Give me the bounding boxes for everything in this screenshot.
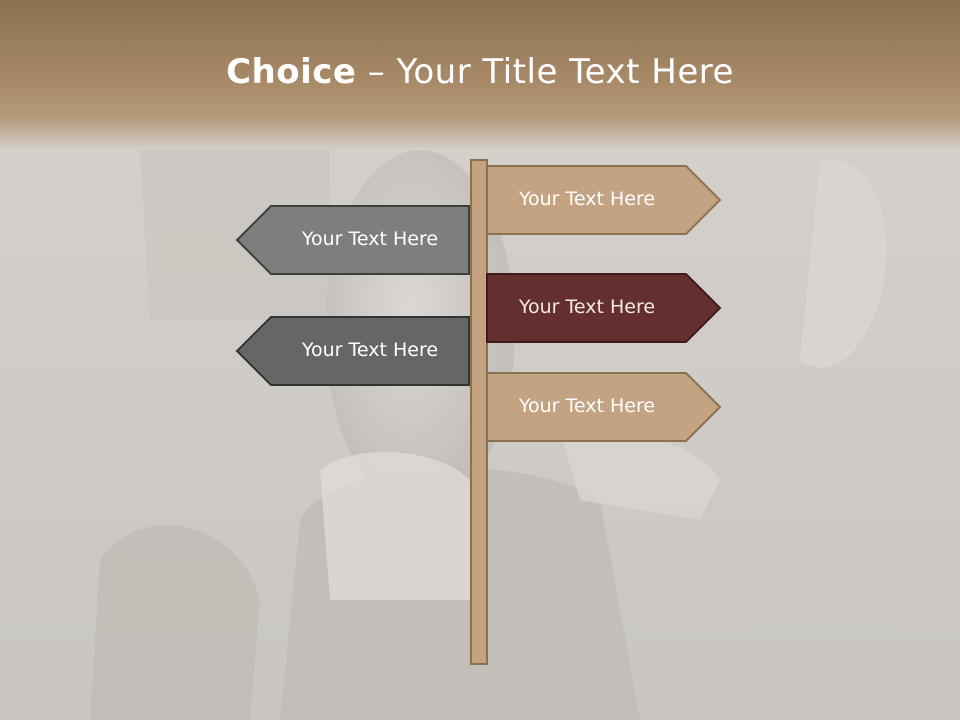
title-rest: – Your Title Text Here <box>356 52 734 92</box>
sign-right-2-shape[interactable] <box>486 273 722 343</box>
sign-left-2-label: Your Text Here <box>301 339 439 361</box>
sign-right-1-shape[interactable] <box>486 165 722 235</box>
title-bold-word: Choice <box>226 52 357 92</box>
sign-right-3-label: Your Text Here <box>518 395 656 417</box>
slide-title: Choice – Your Title Text Here <box>0 52 960 92</box>
title-banner <box>0 0 960 150</box>
sign-right-1-label: Your Text Here <box>518 188 656 210</box>
signpost-pole <box>470 159 488 665</box>
sign-left-2-shape[interactable] <box>235 316 470 386</box>
sign-right-2-label: Your Text Here <box>518 296 656 318</box>
sign-left-1-label: Your Text Here <box>301 228 439 250</box>
sign-right-3-shape[interactable] <box>486 372 722 442</box>
sign-left-1-shape[interactable] <box>235 205 470 275</box>
